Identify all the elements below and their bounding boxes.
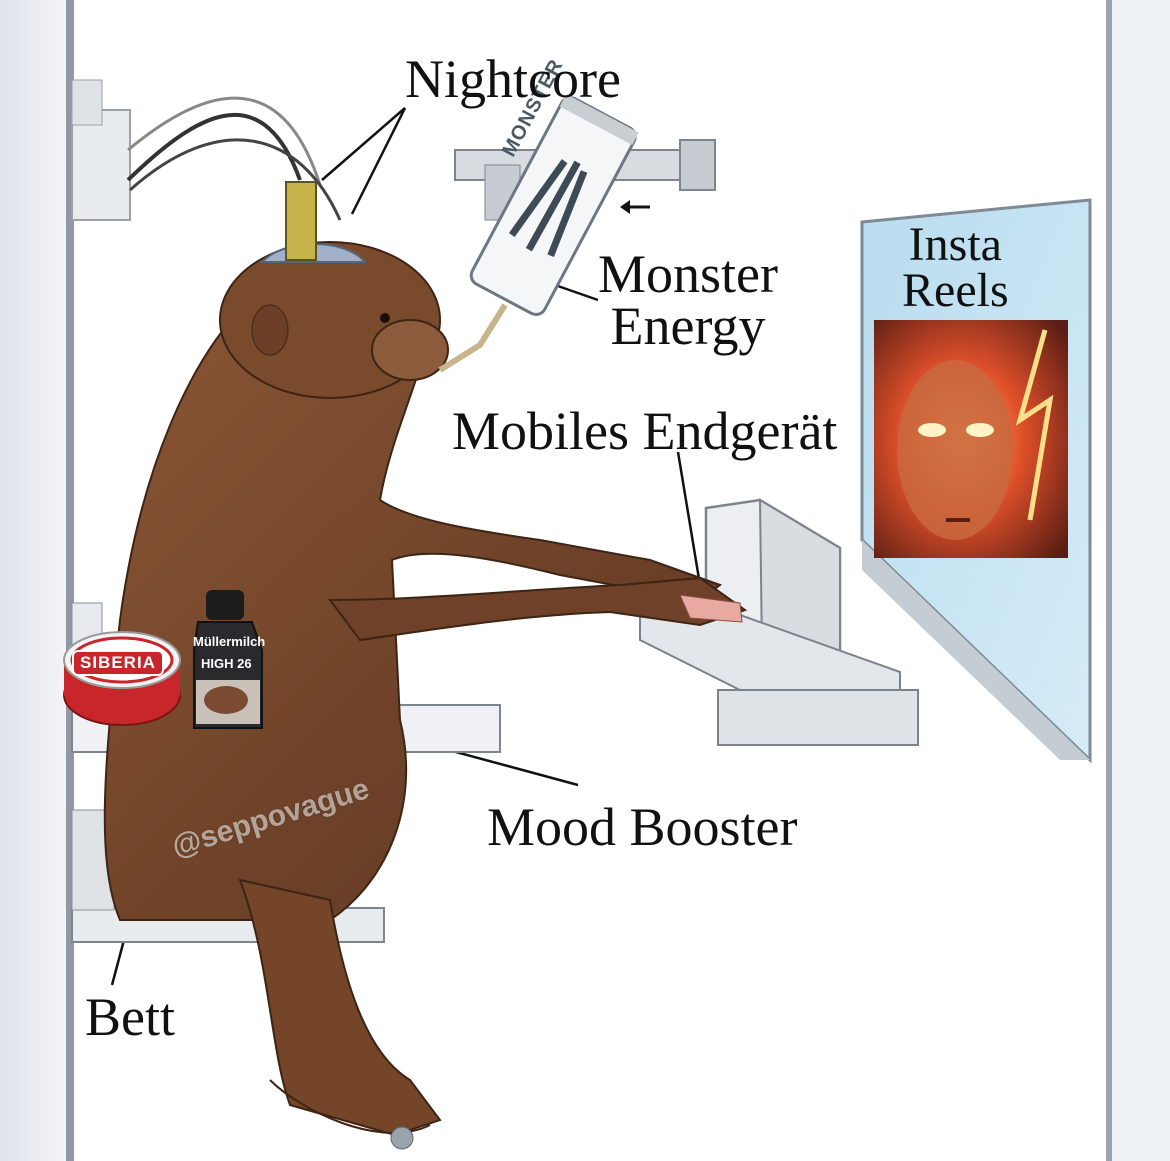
monkey <box>103 181 748 1150</box>
tin-brand-text: SIBERIA <box>72 650 164 676</box>
protein-milk-bottle <box>193 590 263 729</box>
label-mood-booster: Mood Booster <box>487 797 798 857</box>
monster-can <box>469 94 639 316</box>
insta-reels-screen <box>860 198 1092 764</box>
label-insta-line2: Reels <box>902 264 1009 317</box>
right-wall-post <box>1110 0 1170 1161</box>
siberia-tin <box>63 631 181 726</box>
label-insta-line1: Insta <box>908 218 1002 271</box>
label-insta-reels: Insta Reels <box>902 218 1009 317</box>
bottle-claim-text: HIGH 26 <box>201 656 252 671</box>
label-monster-line2: Energy <box>610 296 766 356</box>
label-monster-energy: Monster Energy <box>598 244 778 356</box>
left-wall-post <box>0 0 72 1161</box>
drinking-straw <box>438 303 508 373</box>
label-nightcore: Nightcore <box>405 49 621 109</box>
wire-box <box>71 79 342 221</box>
bottle-brand-text: Müllermilch <box>193 634 266 649</box>
label-mobiles-endgeraet: Mobiles Endgerät <box>452 401 838 461</box>
label-bett: Bett <box>85 987 175 1047</box>
label-monster-line1: Monster <box>598 244 778 304</box>
